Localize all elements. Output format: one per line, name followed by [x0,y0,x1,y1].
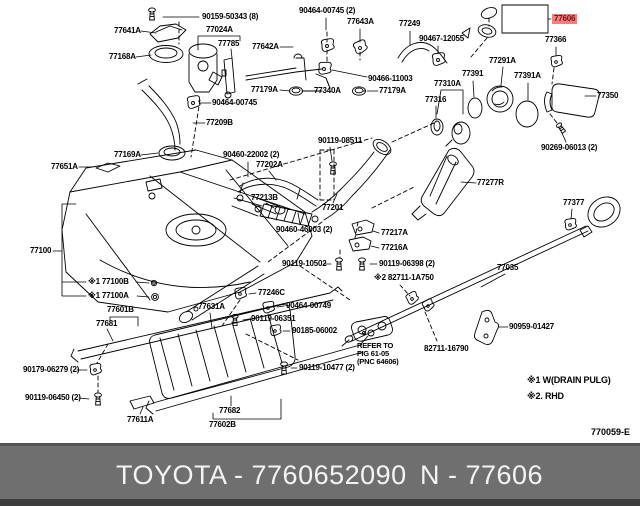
part-label[interactable]: 77179A [251,85,278,94]
part-label[interactable]: 90464-00745 (2) [299,6,356,15]
part-label[interactable]: 77350 [597,91,619,100]
diagram-artwork [0,0,640,443]
part-label[interactable]: 90119-06351 [251,314,296,323]
part-label[interactable]: ※1 77100A [88,291,129,300]
part-label[interactable]: 90466-11003 [368,74,413,83]
part-label[interactable]: 90179-06279 (2) [23,365,80,374]
part-label[interactable]: 77642A [252,42,279,51]
part-label[interactable]: 82711-16790 [424,344,469,353]
part-label[interactable]: 77391A [514,71,541,80]
diagram-code: 770059-E [591,427,631,437]
part-label[interactable]: 90464-00749 [286,301,331,310]
part-label[interactable]: 90460-46003 (2) [276,225,333,234]
part-label[interactable]: 77641A [114,26,141,35]
part-label[interactable]: 77631A [198,302,225,311]
part-label[interactable]: 90119-10502 [282,259,327,268]
bottom-banner: TOYOTA - 7760652090 N - 77606 [0,443,640,506]
part-label[interactable]: 90959-01427 [509,322,554,331]
leader-lines [53,17,596,419]
part-label[interactable]: 77249 [399,19,421,28]
part-label[interactable]: 90269-06013 (2) [541,143,598,152]
part-label[interactable]: 77209B [206,118,233,127]
part-label[interactable]: 77377 [563,198,585,207]
part-label[interactable]: 77681 [96,319,118,328]
banner-part-number: TOYOTA - 7760652090 [116,460,407,490]
part-label[interactable]: 90460-22002 (2) [223,150,280,159]
part-label[interactable]: 77340A [314,86,341,95]
part-label[interactable]: 77651A [51,162,78,171]
part-label[interactable]: ※2 82711-1A750 [374,273,434,282]
part-label[interactable]: 77611A [127,415,154,424]
footnote-rhd: ※2. RHD [527,391,564,401]
part-label[interactable]: 77217A [381,228,408,237]
labels-layer: 90159-50343 (8) 77641A 77024A 77785 77168A 77… [23,6,619,429]
part-label[interactable]: 77785 [218,39,240,48]
part-label[interactable]: 90119-06398 (2) [379,259,435,268]
part-label[interactable]: 77316 [425,95,447,104]
banner-pnc-code: N - 77606 [420,460,544,490]
part-label[interactable]: 77291A [489,56,516,65]
part-label[interactable]: ※1 77100B [88,277,129,286]
part-label[interactable]: 90185-06002 [292,326,337,335]
footnote-drain-plug: ※1 W(DRAIN PULG) [527,375,611,385]
refer-note-line: REFER TO [357,341,394,350]
part-label[interactable]: 90119-08511 [318,136,363,145]
part-label[interactable]: 77024A [206,25,233,34]
part-label[interactable]: 90464-00745 [212,98,257,107]
part-label[interactable]: 77391 [462,69,484,78]
part-label[interactable]: 77169A [114,150,141,159]
part-label[interactable]: 77277R [477,178,504,187]
filler-cap-drawing [431,5,599,146]
part-label[interactable]: 77246C [258,288,285,297]
part-label[interactable]: 77602B [209,420,236,429]
part-label[interactable]: 90467-12055 [419,34,464,43]
part-label-selected[interactable]: 77606 [552,14,578,24]
refer-note-line: (PNC 64606) [357,357,399,367]
part-label[interactable]: 90119-06450 (2) [25,393,81,402]
part-label[interactable]: 77310A [434,79,461,88]
part-label[interactable]: 77179A [379,86,406,95]
part-label[interactable]: 77643A [347,17,374,26]
part-label[interactable]: 77202A [256,160,283,169]
part-label[interactable]: 77035 [497,263,519,272]
part-label[interactable]: 77201 [322,203,344,212]
part-label[interactable]: 90119-10477 (2) [299,363,355,372]
pipe-protector-drawing [412,148,474,220]
part-label[interactable]: 77682 [219,406,241,415]
part-label[interactable]: 90159-50343 (8) [202,12,259,21]
breather-pipe-drawing [246,32,447,96]
part-label[interactable]: 77168A [109,52,136,61]
part-label[interactable]: 77100 [30,246,52,255]
part-label[interactable]: 77601B [107,305,134,314]
refer-note: REFER TO FIG 61-05 (PNC 64606) [357,341,399,367]
rear-bracket-drawing [335,220,374,271]
part-label[interactable]: 77366 [545,35,567,44]
filler-pipe-drawing [177,100,434,325]
footnotes: ※1 W(DRAIN PULG) ※2. RHD [527,375,611,407]
part-label[interactable]: 77213B [251,193,278,202]
refer-note-line: FIG 61-05 [357,349,389,359]
part-label[interactable]: 77216A [381,243,408,252]
breather-rod-drawing [342,191,626,346]
tank-shield-drawing [71,266,374,414]
fuel-pump-drawing [96,7,235,172]
